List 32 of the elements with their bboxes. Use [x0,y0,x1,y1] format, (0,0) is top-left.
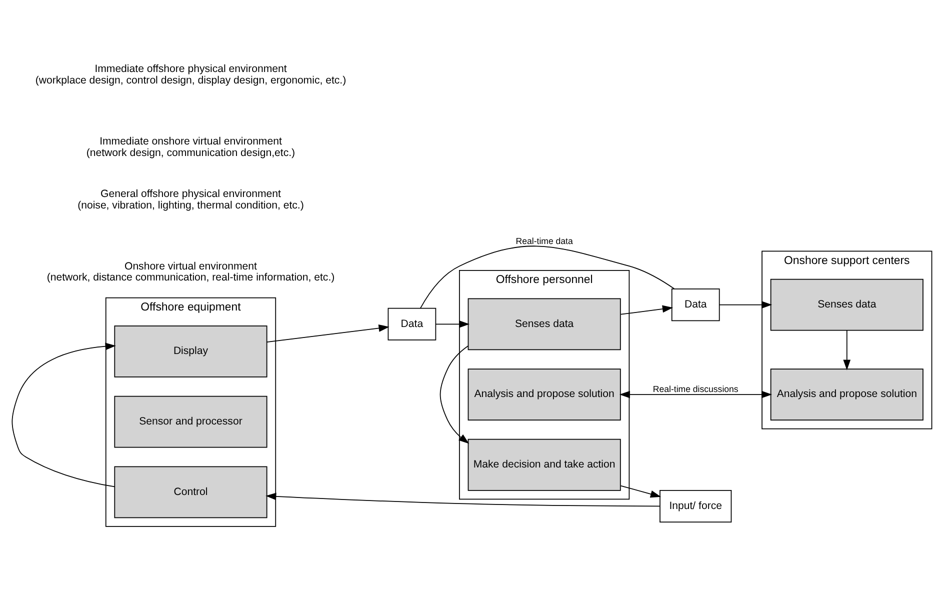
node-box: Senses data [770,278,924,330]
arrow [435,320,470,328]
arrow [266,324,390,342]
arrow [620,484,662,498]
arrow [12,342,116,487]
node-box: Control [114,466,268,518]
edge-label: Real-time discussions [652,383,738,394]
node-box: Data [671,288,720,321]
label: (workplace design, control design, display design, ergonomic, etc.) [35,74,346,86]
edge-label: Real-time data [516,236,573,246]
arrow [620,304,674,314]
label: Immediate onshore virtual environment [100,134,282,147]
arrow [440,345,470,444]
connector [420,245,675,308]
label: Immediate offshore physical environment [94,62,287,75]
label: (network design, communication design,etc.) [86,146,296,158]
label: (network, distance communication, real-time information, etc.) [46,271,335,284]
node-box: Analysis and propose solution [468,368,621,420]
node-box: Data [388,307,436,340]
label: (noise, vibration, lighting, thermal condition, etc.) [78,199,304,212]
node-box: Sensor and processor [114,395,268,448]
arrow [619,390,772,398]
label: General offshore physical environment [100,188,281,200]
node-box: Senses data [468,298,621,350]
arrow [719,300,772,308]
label: Onshore virtual environment [124,260,257,272]
node-box: Input/ force [660,489,732,522]
node-box: Display [114,324,268,377]
node-box: Analysis and propose solution [770,368,924,420]
node-box: Make decision and take action [468,438,621,490]
arrow [843,329,851,370]
arrow [266,492,660,506]
